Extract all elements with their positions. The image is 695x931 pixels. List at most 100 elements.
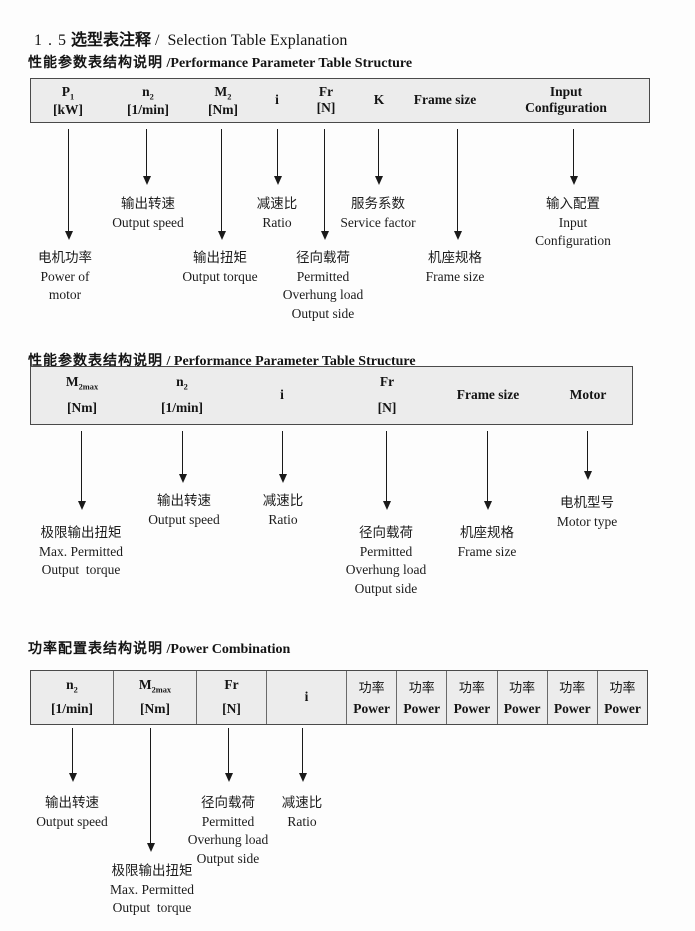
t2-col-i: i (280, 367, 284, 424)
t1-col-fr-symbol: Fr (318, 84, 334, 99)
t2-col-fr-unit: [N] (377, 400, 397, 415)
t3-col-m2max-unit: [Nm] (140, 701, 170, 716)
t1-col-p1-unit: [kW] (53, 101, 83, 117)
down-arrow (274, 129, 282, 185)
t3-col-power-2: 功率 Power (397, 671, 448, 724)
t2-col-m2max-unit: [Nm] (66, 400, 97, 415)
down-arrow (143, 129, 151, 185)
down-arrow (78, 431, 86, 510)
t1-col-m2: M2 [Nm] (208, 79, 238, 122)
t3-col-n2-symbol: n2 (66, 677, 78, 695)
down-arrow (65, 129, 73, 240)
down-arrow (484, 431, 492, 510)
section-number: 1 . 5 (34, 32, 67, 49)
t1-col-input-line1: Input (549, 84, 583, 99)
t1-col-p1: P1 [kW] (53, 79, 83, 122)
down-arrow (218, 129, 226, 240)
section3-heading: 功率配置表结构说明 /Power Combination (14, 622, 290, 674)
t1-col-n2: n2 [1/min] (127, 79, 169, 122)
t3-col-power-5: 功率 Power (548, 671, 598, 724)
t1-col-p1-symbol: P1 (61, 84, 75, 102)
t2-col-motor-label: Motor (569, 387, 607, 402)
t2-col-frame-size: Frame size (457, 367, 520, 424)
t2-col-motor: Motor (570, 367, 607, 424)
t3-col-n2-unit: [1/min] (51, 701, 93, 716)
section2-heading-en: / Performance Parameter Table Structure (163, 354, 416, 369)
t3-col-fr-unit: [N] (222, 701, 241, 716)
t1-col-k: K (374, 79, 385, 122)
down-arrow (383, 431, 391, 510)
t1-col-i-symbol: i (275, 92, 279, 107)
section3-heading-zh: 功率配置表结构说明 (28, 642, 163, 657)
t2-col-m2max-symbol: M2max (65, 374, 99, 392)
down-arrow (570, 129, 578, 185)
t2-col-m2max: M2max [Nm] (66, 367, 98, 424)
section2-heading: 性能参数表结构说明 / Performance Parameter Table … (14, 334, 416, 386)
t3-col-power-6-en: Power (604, 701, 641, 716)
section3-heading-en: /Power Combination (163, 642, 291, 657)
down-arrow (179, 431, 187, 483)
t3-col-power-4-en: Power (503, 701, 541, 716)
t3-col-power-4: 功率 Power (498, 671, 548, 724)
t3-col-power-1: 功率 Power (347, 671, 398, 724)
t3-col-power-5-en: Power (553, 701, 591, 716)
t3-col-power-2-zh: 功率 (408, 680, 435, 695)
t1-col-input-line2: Configuration (525, 100, 607, 115)
down-arrow (69, 728, 77, 782)
down-arrow (225, 728, 233, 782)
t2-col-n2-symbol: n2 (176, 374, 188, 392)
t3-col-m2max-symbol: M2max (138, 677, 172, 695)
down-arrow (375, 129, 383, 185)
t3-col-fr-symbol: Fr (224, 677, 239, 692)
t1-col-i: i (275, 79, 279, 122)
t3-col-power-3-en: Power (453, 701, 491, 716)
t1-col-n2-unit: [1/min] (127, 101, 169, 117)
section1-heading: 性能参数表结构说明 /Performance Parameter Table S… (14, 36, 412, 88)
t3-col-power-3-zh: 功率 (458, 680, 485, 695)
t3-col-i-symbol: i (304, 689, 309, 704)
t3-col-m2max: M2max [Nm] (114, 671, 197, 724)
down-arrow (321, 129, 329, 240)
t3-col-power-6: 功率 Power (598, 671, 647, 724)
t1-col-frame-size: Frame size (414, 79, 477, 122)
t3-col-power-1-en: Power (353, 701, 390, 716)
t3-col-power-1-zh: 功率 (358, 680, 385, 695)
t1-col-input-configuration: Input Configuration (525, 79, 607, 122)
t1-col-fr: Fr [N] (317, 79, 336, 122)
down-arrow (454, 129, 462, 240)
t3-col-power-4-zh: 功率 (509, 680, 536, 695)
t2-col-fr-symbol: Fr (379, 374, 395, 389)
t3-col-power-2-en: Power (403, 701, 441, 716)
t1-col-m2-unit: [Nm] (208, 101, 238, 117)
page-title-zh: 选型表注释 (71, 32, 152, 49)
down-arrow (584, 431, 592, 480)
table2-header-row: M2max [Nm] n2 [1/min] i Fr [N] Frame siz… (30, 366, 633, 425)
t3-col-power-6-zh: 功率 (609, 680, 636, 695)
t3-col-n2: n2 [1/min] (31, 671, 114, 724)
t2-col-frame-size-label: Frame size (456, 387, 520, 402)
down-arrow (147, 728, 155, 852)
t1-col-m2-symbol: M2 (214, 84, 232, 102)
t2-col-i-symbol: i (280, 387, 284, 402)
page-title-en: / Selection Table Explanation (155, 32, 348, 49)
section1-heading-en: /Performance Parameter Table Structure (163, 56, 413, 71)
table3-cells: n2 [1/min] M2max [Nm] Fr [N] i 功率 Power … (31, 671, 647, 724)
t3-col-fr: Fr [N] (197, 671, 267, 724)
